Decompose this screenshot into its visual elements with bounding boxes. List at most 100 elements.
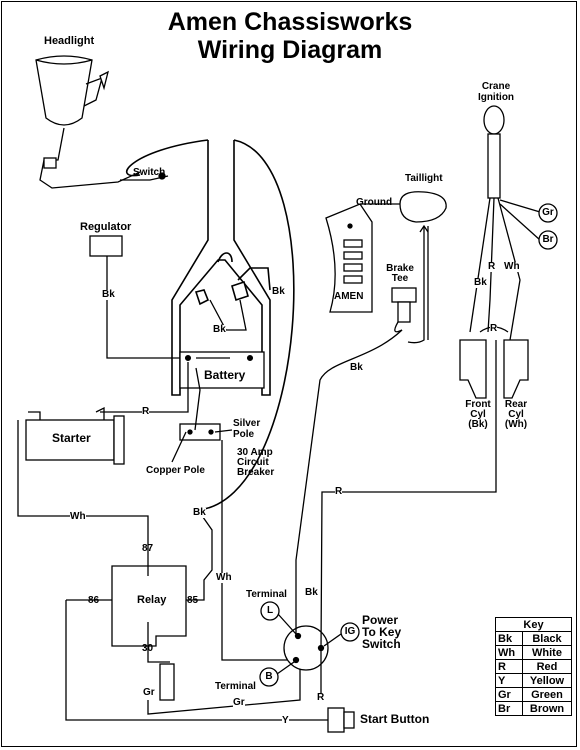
crane-ignition-label-2: Ignition xyxy=(477,92,515,103)
wire-label-r-cyl: R xyxy=(490,323,498,334)
regulator-box xyxy=(89,235,123,257)
battery-label: Battery xyxy=(204,368,246,382)
wire-label-y-button: Y xyxy=(282,715,289,726)
key-row: Br Brown xyxy=(495,701,572,716)
wire-label-r-button: R xyxy=(317,692,325,703)
key-header: Key xyxy=(495,617,572,632)
rear-cyl-label-1: Rear xyxy=(504,399,528,410)
key-row: Y Yellow xyxy=(495,673,572,688)
wire-label-bk-brake: Bk xyxy=(350,362,363,373)
start-button xyxy=(327,707,355,733)
key-row: R Red xyxy=(495,659,572,674)
start-button-label: Start Button xyxy=(360,712,430,726)
relay xyxy=(66,509,213,701)
key-color-name: Green xyxy=(522,687,572,702)
rear-cyl-label-3: (Wh) xyxy=(504,419,528,430)
relay-label: Relay xyxy=(137,594,167,606)
key-color-name: White xyxy=(522,645,572,660)
rear-cyl-label-2: Cyl xyxy=(508,409,524,420)
headlight xyxy=(35,55,141,189)
crane-ignition xyxy=(469,105,558,341)
front-cyl-label-2: Cyl xyxy=(470,409,486,420)
power-switch-label-1: Power xyxy=(362,613,399,627)
terminal-b-label: B xyxy=(265,671,273,682)
key-color-name: Black xyxy=(522,631,572,646)
amen-plate-label: AMEN xyxy=(334,291,364,302)
relay-pin-30: 30 xyxy=(142,643,154,654)
terminal-br-label: Br xyxy=(542,234,554,245)
wire-label-wh-crane: Wh xyxy=(504,261,520,272)
amen-plate xyxy=(325,203,400,313)
terminal-l-label: L xyxy=(266,605,274,616)
breaker-label-1: 30 Amp xyxy=(237,447,273,458)
terminal-ig-label: IG xyxy=(344,626,356,637)
color-key-table: Key Bk Black Wh White R Red Y Yellow Gr … xyxy=(495,617,572,716)
breaker-label-2: Circuit xyxy=(237,457,269,468)
headlight-label: Headlight xyxy=(44,35,95,47)
key-row: Wh White xyxy=(495,645,572,660)
brake-tee-label-2: Tee xyxy=(391,273,409,284)
relay-pin-85: 85 xyxy=(187,595,199,606)
taillight-label: Taillight xyxy=(405,173,443,184)
wire-starter-r xyxy=(100,362,189,413)
wire-label-bk-battery: Bk xyxy=(213,324,226,335)
power-switch-label-2: To Key xyxy=(362,625,402,639)
key-code: Y xyxy=(495,673,523,688)
wire-relay-gr xyxy=(147,660,301,715)
key-row: Gr Green xyxy=(495,687,572,702)
wire-label-bk-lower: Bk xyxy=(193,507,206,518)
wire-label-bk-crane: Bk xyxy=(474,277,487,288)
handlebar-switch xyxy=(120,172,169,181)
brake-tee xyxy=(391,287,417,333)
key-color-name: Yellow xyxy=(522,673,572,688)
terminal-top-label: Terminal xyxy=(246,589,287,600)
wire-label-wh-starter: Wh xyxy=(70,511,86,522)
terminal-bottom-label: Terminal xyxy=(215,681,256,692)
key-code: Br xyxy=(495,701,523,716)
title-line2: Wiring Diagram xyxy=(197,36,383,64)
wire-label-bk-switch: Bk xyxy=(305,587,318,598)
power-switch-label-3: Switch xyxy=(362,637,401,651)
title-line1: Amen Chassisworks xyxy=(167,8,413,36)
ignition-cylinders xyxy=(459,339,529,399)
wire-label-gr-switch: Gr xyxy=(233,697,245,708)
wire-breaker-wh xyxy=(221,440,290,661)
silver-pole-label-2: Pole xyxy=(233,429,255,440)
wire-relay-y xyxy=(65,600,328,721)
key-color-name: Brown xyxy=(522,701,572,716)
relay-pin-87: 87 xyxy=(142,543,154,554)
key-code: Bk xyxy=(495,631,523,646)
key-code: R xyxy=(495,659,523,674)
ground-label: Ground xyxy=(356,197,393,208)
wire-label-r-crane: R xyxy=(488,261,496,272)
key-code: Gr xyxy=(495,687,523,702)
front-cyl-label-3: (Bk) xyxy=(468,419,488,430)
starter-motor xyxy=(25,406,125,465)
wire-label-bk-regulator: Bk xyxy=(102,289,115,300)
taillight xyxy=(399,191,447,344)
crane-ignition-label-1: Crane xyxy=(481,81,511,92)
breaker-label-3: Breaker xyxy=(237,467,275,478)
wire-frame-bk xyxy=(209,299,247,331)
key-header-row: Key xyxy=(495,617,572,632)
wire-label-bk-frame: Bk xyxy=(272,286,285,297)
regulator-label: Regulator xyxy=(80,221,132,233)
relay-pin-86: 86 xyxy=(88,595,100,606)
key-row: Bk Black xyxy=(495,631,572,646)
key-color-name: Red xyxy=(522,659,572,674)
key-code: Wh xyxy=(495,645,523,660)
wire-label-r-starter: R xyxy=(142,406,150,417)
motorcycle-frame xyxy=(125,139,295,511)
silver-pole-label-1: Silver xyxy=(233,418,261,429)
circuit-breaker xyxy=(171,367,233,463)
battery xyxy=(179,351,265,389)
wire-label-gr-relay: Gr xyxy=(143,687,155,698)
switch-label: Switch xyxy=(133,167,166,178)
key-switch xyxy=(259,329,497,700)
front-cyl-label-1: Front xyxy=(465,399,491,410)
wire-label-wh-breaker: Wh xyxy=(216,572,232,583)
copper-pole-label: Copper Pole xyxy=(146,465,205,476)
